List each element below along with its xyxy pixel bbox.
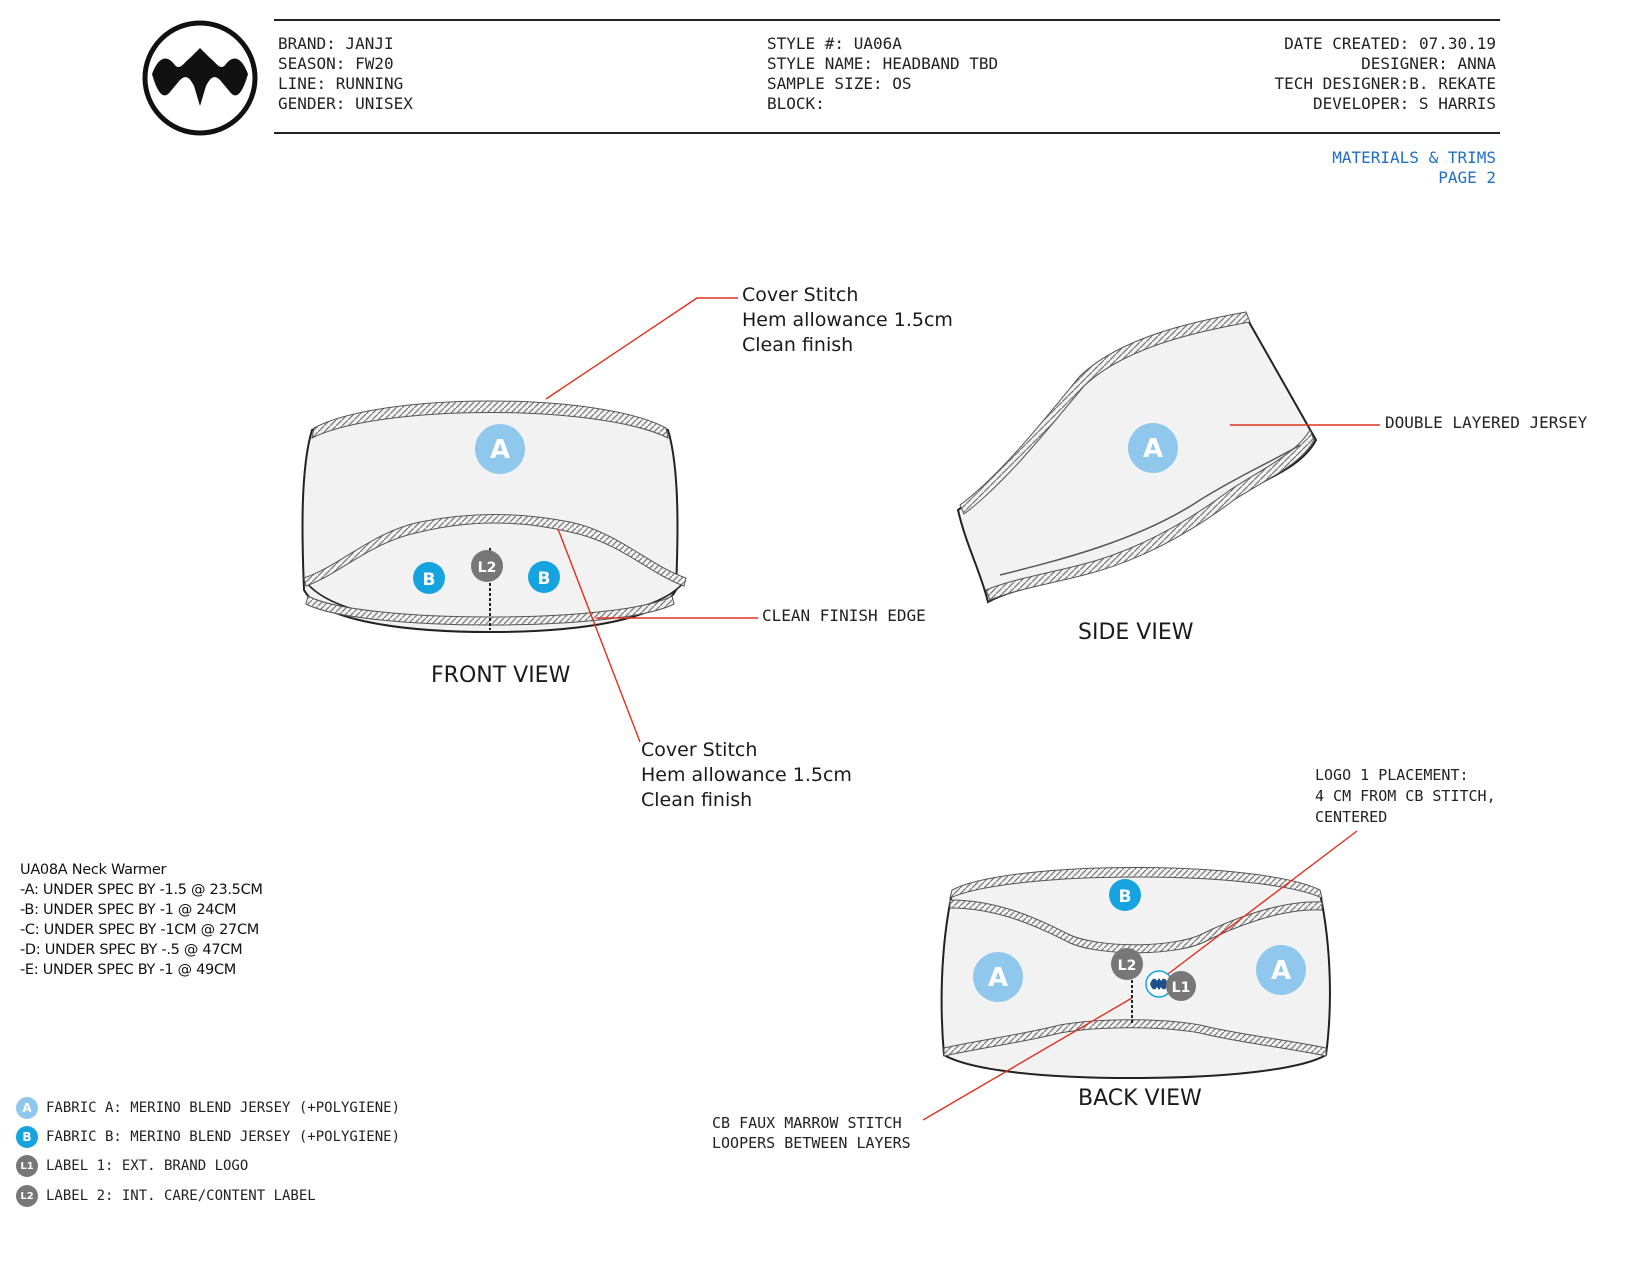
style-number-field: STYLE #: UA06A — [767, 34, 902, 53]
label-1-icon: L1 — [16, 1155, 38, 1177]
side-view-title: SIDE VIEW — [1078, 620, 1194, 645]
legend-item-fabric-b: B FABRIC B: MERINO BLEND JERSEY (+POLYGI… — [16, 1126, 400, 1148]
marker-back-a-right: A — [1256, 945, 1306, 995]
front-top-binding — [311, 400, 669, 439]
svg-text:B: B — [423, 570, 436, 590]
section-title: MATERIALS & TRIMS PAGE 2 — [1332, 148, 1496, 188]
back-inner-binding — [949, 899, 1323, 954]
svg-text:A: A — [988, 963, 1008, 993]
svg-text:B: B — [538, 569, 551, 589]
back-view-title: BACK VIEW — [1078, 1086, 1202, 1111]
back-top-binding — [949, 867, 1323, 899]
header-top-rule — [274, 19, 1500, 21]
svg-text:A: A — [490, 435, 510, 465]
front-bottom-binding — [305, 595, 675, 626]
front-view-title: FRONT VIEW — [431, 663, 571, 688]
marker-back-l2: L2 — [1111, 948, 1143, 980]
callout-lines — [545, 297, 1380, 1121]
marker-back-a-left: A — [973, 952, 1023, 1002]
svg-text:A: A — [1143, 434, 1163, 464]
side-inner-layer — [999, 444, 1301, 576]
marker-back-l1: L1 — [1166, 971, 1196, 1001]
annotation-cb-faux: CB FAUX MARROW STITCH LOOPERS BETWEEN LA… — [712, 1114, 911, 1152]
svg-text:A: A — [1271, 956, 1291, 986]
brand-field: BRAND: JANJI — [278, 34, 394, 53]
spec-note-title: UA08A Neck Warmer — [20, 862, 167, 878]
annotation-double-layered: DOUBLE LAYERED JERSEY — [1385, 413, 1588, 432]
side-bottom-binding — [985, 428, 1315, 601]
spec-note-d: -D: UNDER SPEC BY -.5 @ 47CM — [20, 942, 243, 958]
season-field: SEASON: FW20 — [278, 54, 394, 73]
side-top-binding — [959, 311, 1251, 515]
marker-front-a: A — [475, 424, 525, 474]
callout-line-logo-placement — [1159, 830, 1358, 981]
spec-notes: UA08A Neck Warmer -A: UNDER SPEC BY -1.5… — [20, 860, 263, 980]
marker-back-logo-badge — [1145, 970, 1173, 998]
annotation-clean-finish-edge: CLEAN FINISH EDGE — [762, 606, 926, 625]
spec-note-c: -C: UNDER SPEC BY -1CM @ 27CM — [20, 922, 259, 938]
marker-front-b-right: B — [528, 561, 560, 593]
callout-line-cb-faux — [922, 997, 1133, 1121]
logo-mini-icon — [1150, 978, 1168, 990]
gender-field: GENDER: UNISEX — [278, 94, 413, 113]
header-bottom-rule — [274, 132, 1500, 134]
header-middle: STYLE #: UA06A STYLE NAME: HEADBAND TBD … — [767, 34, 998, 114]
legend-item-label-2: L2 LABEL 2: INT. CARE/CONTENT LABEL — [16, 1185, 316, 1207]
line-field: LINE: RUNNING — [278, 74, 404, 93]
date-created-field: DATE CREATED: 07.30.19 — [1284, 34, 1496, 53]
svg-text:L2: L2 — [478, 560, 497, 576]
front-view-drawing — [301, 400, 687, 634]
legend-item-label-1: L1 LABEL 1: EXT. BRAND LOGO — [16, 1155, 248, 1177]
marker-back-b: B — [1109, 879, 1141, 911]
callout-line-cover-stitch-top — [545, 297, 738, 400]
annotation-cover-stitch-top: Cover Stitch Hem allowance 1.5cm Clean f… — [742, 284, 953, 356]
spec-note-e: -E: UNDER SPEC BY -1 @ 49CM — [20, 962, 236, 978]
brand-logo — [142, 20, 258, 136]
svg-text:L1: L1 — [1172, 980, 1191, 996]
back-bottom-curve — [943, 1019, 1327, 1057]
spec-note-b: -B: UNDER SPEC BY -1 @ 24CM — [20, 902, 237, 918]
sample-size-field: SAMPLE SIZE: OS — [767, 74, 912, 93]
designer-field: DESIGNER: ANNA — [1361, 54, 1496, 73]
style-name-field: STYLE NAME: HEADBAND TBD — [767, 54, 999, 73]
legend-item-fabric-a: A FABRIC A: MERINO BLEND JERSEY (+POLYGI… — [16, 1097, 400, 1119]
header-right: DATE CREATED: 07.30.19 DESIGNER: ANNA TE… — [1274, 34, 1496, 114]
page-number: PAGE 2 — [1438, 168, 1496, 187]
label-2-icon: L2 — [16, 1185, 38, 1207]
spec-note-a: -A: UNDER SPEC BY -1.5 @ 23.5CM — [20, 882, 263, 898]
annotation-cover-stitch-bottom: Cover Stitch Hem allowance 1.5cm Clean f… — [641, 739, 852, 811]
developer-field: DEVELOPER: S HARRIS — [1312, 94, 1496, 113]
logo-mark-icon — [152, 48, 248, 106]
front-inner-binding — [303, 514, 687, 587]
svg-text:B: B — [1119, 887, 1132, 907]
callout-line-cover-stitch-bottom — [557, 528, 641, 743]
annotation-logo-placement: LOGO 1 PLACEMENT: 4 CM FROM CB STITCH, C… — [1315, 766, 1496, 826]
tech-designer-field: TECH DESIGNER:B. REKATE — [1274, 74, 1496, 93]
header-left: BRAND: JANJI SEASON: FW20 LINE: RUNNING … — [278, 34, 413, 114]
marker-front-l2: L2 — [471, 550, 503, 582]
svg-text:L2: L2 — [1118, 958, 1137, 974]
marker-front-b-left: B — [413, 562, 445, 594]
marker-side-a: A — [1128, 423, 1178, 473]
fabric-b-icon: B — [16, 1126, 38, 1148]
fabric-a-icon: A — [16, 1097, 38, 1119]
block-field: BLOCK: — [767, 94, 825, 113]
section-name: MATERIALS & TRIMS — [1332, 148, 1496, 167]
